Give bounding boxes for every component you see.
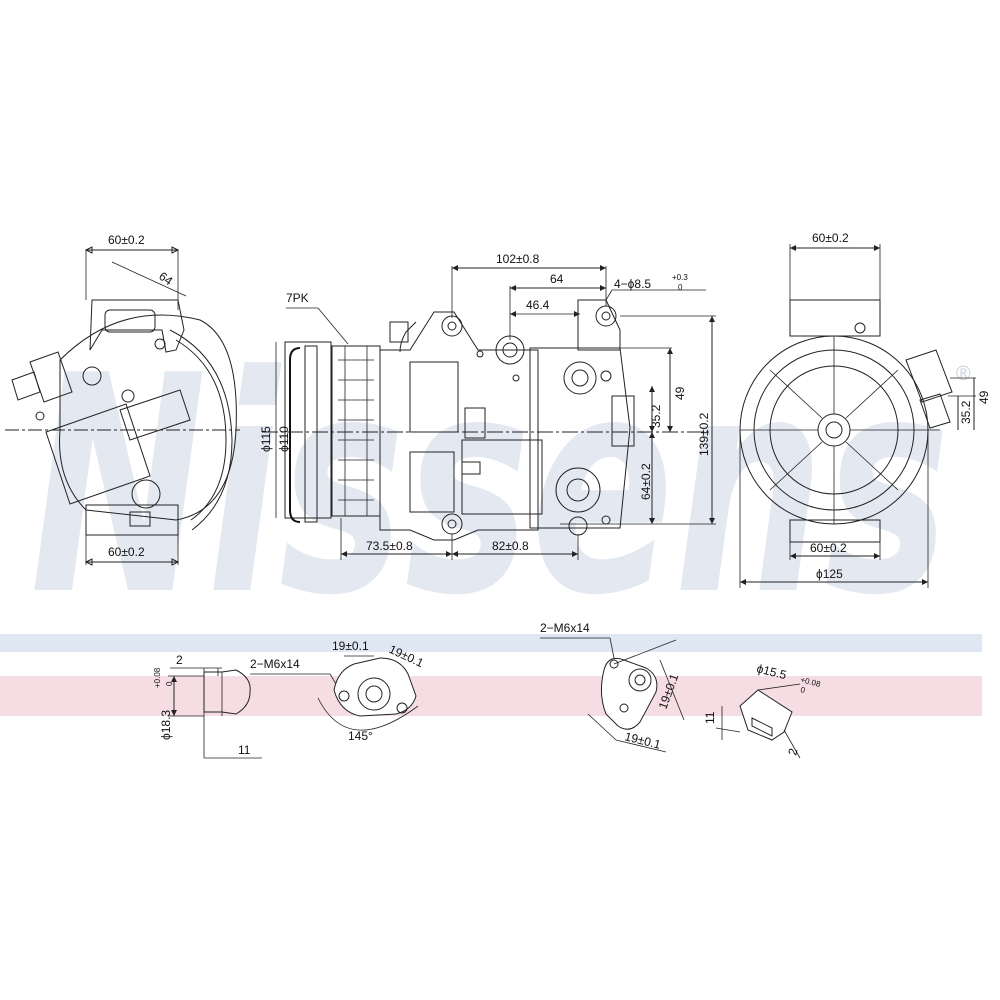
- mount-tol-lower: 0: [678, 283, 683, 292]
- d2-angle-label: 145°: [348, 729, 373, 743]
- d2-dim-a-label: 19±0.1: [332, 639, 369, 653]
- detail-fitting-1: 2 ϕ18.3 +0.08 0 11: [153, 653, 262, 759]
- d4-tol-lo: 0: [800, 685, 807, 695]
- height-35-label: 35.2: [649, 404, 663, 428]
- belt-label: 7PK: [286, 291, 309, 305]
- d1-bottom-label: 11: [238, 743, 251, 757]
- d4-a-label: 11: [703, 711, 717, 724]
- d3-dim-b-label: 19±0.1: [623, 729, 662, 752]
- height-139-label: 139±0.2: [697, 412, 711, 456]
- rear-height-35-label: 35.2: [959, 400, 973, 424]
- d1-dia-label: ϕ18.3: [159, 710, 173, 740]
- height-64-label: 64±0.2: [639, 463, 653, 500]
- d1-top-label: 2: [176, 653, 183, 667]
- left-top-width-label: 60±0.2: [108, 233, 145, 247]
- ear-span-total-label: 102±0.8: [496, 252, 540, 266]
- d1-tol-up: +0.08: [153, 667, 162, 688]
- watermark-text: Nissens: [30, 312, 950, 661]
- d2-thread-label: 2−M6x14: [250, 657, 300, 671]
- red-stripe: [0, 676, 982, 716]
- left-end-view: 60±0.2 64 60±0.2: [5, 233, 240, 566]
- d4-b-label: 2: [785, 747, 800, 757]
- length-82-label: 82±0.8: [492, 539, 529, 553]
- ear-span-64-label: 64: [550, 272, 564, 286]
- rear-diameter-label: ϕ125: [816, 567, 843, 581]
- d3-thread-label: 2−M6x14: [540, 621, 590, 635]
- side-view: 7PK ϕ115 ϕ110 102±0.8 64 46.4 4−ϕ8.5 +0.…: [259, 252, 716, 560]
- mount-tol-upper: +0.3: [672, 273, 688, 282]
- d1-tol-lo: 0: [165, 681, 174, 686]
- registered-mark: ®: [956, 363, 971, 385]
- left-diag-label: 64: [156, 269, 175, 288]
- detail-flange-2: 2−M6x14 19±0.1 19±0.1 145°: [250, 639, 426, 743]
- mount-holes-label: 4−ϕ8.5: [614, 277, 651, 291]
- blue-stripe: [0, 634, 982, 652]
- length-73-label: 73.5±0.8: [366, 539, 413, 553]
- ear-span-46-label: 46.4: [526, 298, 550, 312]
- left-bottom-width-label: 60±0.2: [108, 545, 145, 559]
- rear-height-49-label: 49: [977, 390, 991, 404]
- rear-end-view: 60±0.2 35.2 49 60±0.2 ϕ125: [739, 231, 991, 588]
- rear-bottom-width-label: 60±0.2: [810, 541, 847, 555]
- pulley-inner-dia-label: ϕ110: [277, 426, 291, 452]
- pulley-outer-dia-label: ϕ115: [259, 426, 273, 452]
- rear-top-width-label: 60±0.2: [812, 231, 849, 245]
- height-49-label: 49: [673, 386, 687, 400]
